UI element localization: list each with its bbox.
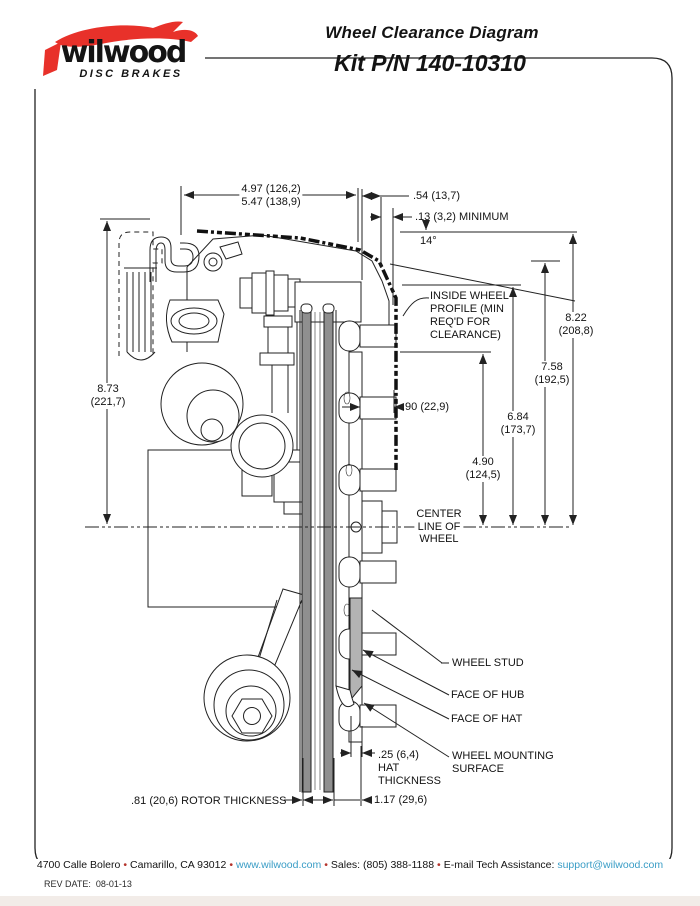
footer-email-label: E-mail Tech Assistance: xyxy=(443,859,555,871)
dim-758: 7.58 (192,5) xyxy=(532,361,572,387)
hat-flange xyxy=(349,597,363,703)
page-title: Wheel Clearance Diagram xyxy=(325,23,539,42)
logo-brand-text: wilwood xyxy=(61,35,186,70)
label-wheel-stud: WHEEL STUD xyxy=(452,657,524,669)
scan-edge-strip xyxy=(0,896,700,906)
label-face-of-hat: FACE OF HAT xyxy=(451,713,523,725)
brake-line-bracket xyxy=(149,236,200,282)
footer-contact-bar: 4700 Calle Bolero•Camarillo, CA 93012•ww… xyxy=(28,859,672,871)
dashed-spindle-outline xyxy=(118,231,163,361)
logo-brush-accent xyxy=(43,42,61,76)
footer-email-link[interactable]: support@wilwood.com xyxy=(557,859,664,871)
dim-width-lower: 5.47 (138,9) xyxy=(239,196,303,209)
dim-lip: .54 (13,7) xyxy=(413,190,461,202)
footer-website-link[interactable]: www.wilwood.com xyxy=(236,859,322,871)
footer-city: Camarillo, CA 93012 xyxy=(130,859,227,871)
dim-rotor-thickness: .81 (20,6) ROTOR THICKNESS xyxy=(131,795,287,807)
dimension-lines xyxy=(100,186,577,806)
dim-822: 8.22 (208,8) xyxy=(556,312,596,338)
dim-min-clearance: .13 (3,2) MINIMUM xyxy=(415,211,509,223)
logo-brush-stroke xyxy=(55,21,198,47)
dim-490: 4.90 (124,5) xyxy=(463,456,503,482)
rev-date: REV DATE: 08-01-13 xyxy=(44,879,132,889)
mounting-bracket xyxy=(147,362,305,742)
footer-address: 4700 Calle Bolero xyxy=(36,859,121,871)
inside-wheel-profile-line xyxy=(196,229,398,470)
footer-sales-phone: Sales: (805) 388-1188 xyxy=(330,859,435,871)
dim-width-upper: 4.97 (126,2) xyxy=(239,183,303,196)
label-centerline: CENTER LINE OF WHEEL xyxy=(414,508,464,546)
rotor xyxy=(300,303,335,793)
label-inside-wheel-profile: INSIDE WHEEL PROFILE (MIN REQ'D FOR CLEA… xyxy=(430,290,509,341)
hub-and-hat xyxy=(299,310,398,792)
dim-hat-thickness: .25 (6,4) HAT THICKNESS xyxy=(378,749,441,787)
logo-tagline: DISC BRAKES xyxy=(79,68,182,80)
dim-height-total: 8.73 (221,7) xyxy=(88,383,128,409)
dim-backspacing: .90 (22,9) xyxy=(402,401,450,413)
wilwood-logo: wilwood DISC BRAKES xyxy=(43,21,198,80)
dim-angle: 14° xyxy=(420,235,437,247)
label-face-of-hub: FACE OF HUB xyxy=(451,689,525,701)
kit-part-number: Kit P/N 140-10310 xyxy=(334,50,526,76)
dim-684: 6.84 (173,7) xyxy=(498,411,538,437)
dim-overall: 1.17 (29,6) xyxy=(374,794,428,806)
leader-lines xyxy=(351,297,450,758)
label-wheel-mounting: WHEEL MOUNTING SURFACE xyxy=(452,750,554,775)
